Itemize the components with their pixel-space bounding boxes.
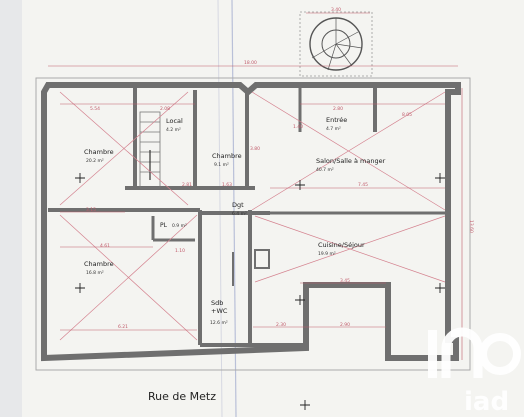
outer-walls xyxy=(35,77,471,371)
room-area: 20.2 m² xyxy=(86,158,104,164)
plus-markers xyxy=(75,173,445,410)
room-area: 9.1 m² xyxy=(214,162,229,168)
room-label: Chambre xyxy=(84,260,114,268)
dimension-lines xyxy=(48,12,463,360)
iad-watermark: iad xyxy=(428,327,521,417)
watermark-n-arc xyxy=(441,327,483,378)
dim-bottom-c: 2.90 xyxy=(340,322,350,328)
room-label: Cuisine/Séjour xyxy=(318,241,365,249)
dim-right-depth: 13.60 xyxy=(468,220,474,233)
dim-mid-c: 1.63 xyxy=(222,182,232,188)
binder-line xyxy=(231,0,237,417)
dim-bottom-a: 6.21 xyxy=(118,324,128,330)
diagonal-lines xyxy=(59,91,446,341)
dim-mid-b: 2.81 xyxy=(182,182,192,188)
spiral-staircase xyxy=(299,11,373,77)
room-area: 40.7 m² xyxy=(316,167,334,173)
dim-bottom-b: 2.30 xyxy=(276,322,286,328)
room-label-line: Sdb xyxy=(211,299,223,307)
dim-cuisine: 3.45 xyxy=(340,278,350,284)
room-label: Chambre xyxy=(84,148,114,156)
dim-total-width: 18.00 xyxy=(244,60,257,66)
room-area: 16.8 m² xyxy=(86,270,104,276)
watermark-o-ring xyxy=(479,333,521,375)
room-area: 4.2 m² xyxy=(166,127,181,133)
dim-mid-d: 7.45 xyxy=(358,182,368,188)
dim-top-d: 8.05 xyxy=(402,112,412,118)
dim-top-c: 2.80 xyxy=(333,106,343,112)
dim-top-a: 5.54 xyxy=(90,106,100,112)
room-label: PL xyxy=(160,222,168,229)
room-label: Sdb+WC xyxy=(211,299,228,315)
watermark-text: iad xyxy=(464,387,509,417)
dim-chambre-depth: 3.80 xyxy=(250,146,260,152)
room-label: Dgt xyxy=(232,201,244,209)
dim-entree-depth: 1.40 xyxy=(293,124,303,130)
dimension-text: 3.40 18.00 5.54 2.08 2.80 8.05 3.80 1.40… xyxy=(86,7,474,330)
room-area: 19.9 m² xyxy=(318,251,336,257)
paper-left-shadow xyxy=(0,0,22,417)
room-area: 12.6 m² xyxy=(210,320,228,326)
street-label: Rue de Metz xyxy=(148,390,216,403)
watermark-i-bar xyxy=(428,330,437,378)
dim-mid-a: 3.15 xyxy=(86,207,96,213)
room-label-line: +WC xyxy=(211,307,228,315)
room-area: 4.7 m² xyxy=(326,126,341,132)
room-label: Chambre xyxy=(212,152,242,160)
room-area: 6.4 m² xyxy=(232,211,247,217)
room-label: Salon/Salle à manger xyxy=(316,157,386,165)
dim-ch2-width: 4.61 xyxy=(100,243,110,249)
dim-top-b: 2.08 xyxy=(160,106,170,112)
dim-stair-top: 3.40 xyxy=(331,7,341,13)
room-label: Local xyxy=(166,117,183,125)
dim-pl: 1.10 xyxy=(175,248,185,254)
room-area: 0.9 m² xyxy=(172,223,187,229)
binder-line-2 xyxy=(217,0,223,417)
room-label: Entrée xyxy=(326,116,347,124)
local-stair xyxy=(139,111,161,189)
